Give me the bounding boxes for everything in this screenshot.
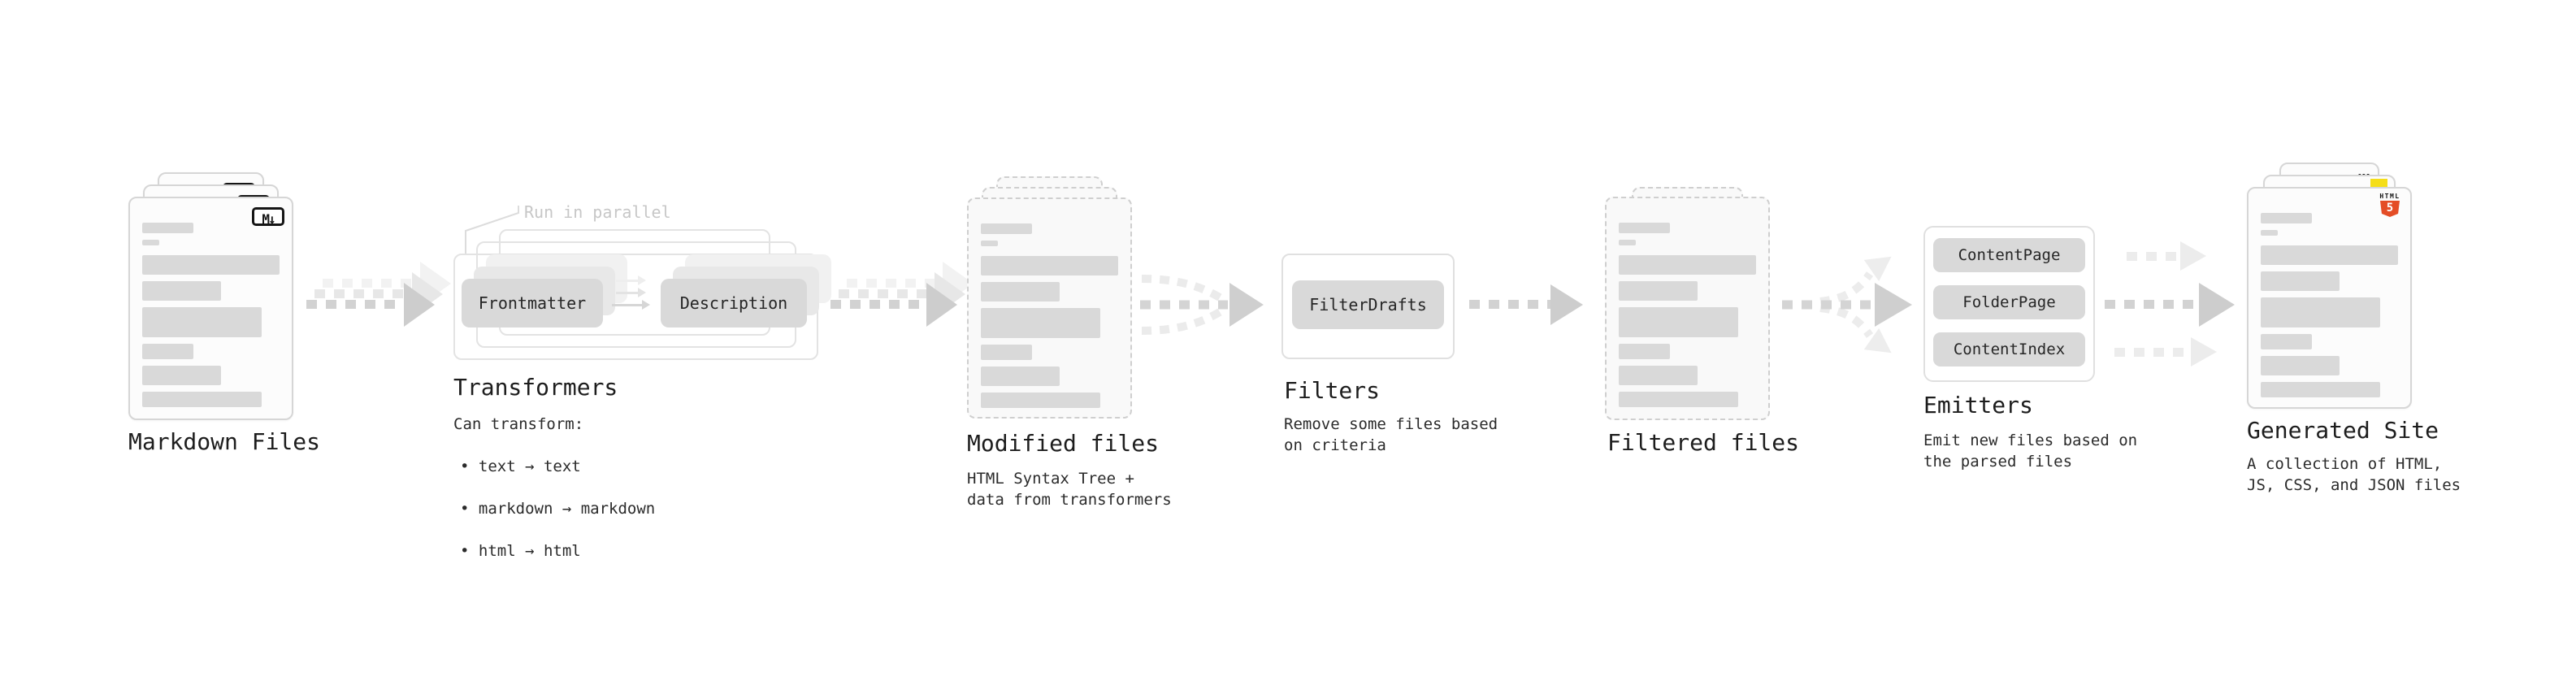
transformers-bullet-list: text → text markdown → markdown html → h… bbox=[460, 435, 655, 583]
filtered-files-label: Filtered files bbox=[1607, 429, 1800, 456]
modified-files-label: Modified files bbox=[967, 430, 1160, 457]
markdown-icon: M↓ bbox=[252, 207, 284, 227]
emitters-title: Emitters bbox=[1923, 392, 2033, 419]
bullet-item: markdown → markdown bbox=[460, 498, 655, 519]
transformers-desc-heading: Can transform: bbox=[453, 415, 584, 433]
markdown-files-label: Markdown Files bbox=[128, 428, 321, 455]
filters-title: Filters bbox=[1284, 377, 1381, 404]
html5-icon-label: HTML bbox=[2379, 193, 2400, 200]
document-content-bars bbox=[981, 223, 1118, 408]
pill-arrow-icon bbox=[616, 288, 646, 297]
document-content-bars bbox=[2261, 213, 2398, 397]
filterdrafts-pill: FilterDrafts bbox=[1292, 280, 1444, 329]
arrow-modified-to-filters bbox=[1140, 275, 1264, 335]
run-in-parallel-annotation: Run in parallel bbox=[524, 202, 671, 222]
emitters-desc: Emit new files based on the parsed files bbox=[1923, 432, 2138, 471]
pill-arrow-icon bbox=[616, 275, 646, 285]
markdown-document-front: M↓ bbox=[128, 197, 293, 420]
modified-files-desc: HTML Syntax Tree + data from transformer… bbox=[967, 470, 1172, 509]
filtered-document-front bbox=[1605, 197, 1770, 420]
generated-site-desc: A collection of HTML, JS, CSS, and JSON … bbox=[2247, 455, 2461, 494]
modified-document-front bbox=[967, 197, 1132, 419]
description-pill: Description bbox=[661, 279, 807, 327]
document-content-bars bbox=[142, 223, 280, 407]
contentindex-pill: ContentIndex bbox=[1933, 332, 2085, 367]
generated-site-label: Generated Site bbox=[2247, 417, 2439, 444]
html5-icon: HTML 5 bbox=[2378, 193, 2402, 217]
contentpage-pill: ContentPage bbox=[1933, 238, 2085, 272]
pill-arrow-icon bbox=[612, 300, 650, 310]
bullet-item: text → text bbox=[460, 456, 655, 477]
frontmatter-pill: Frontmatter bbox=[462, 279, 603, 327]
document-content-bars bbox=[1619, 223, 1756, 407]
folderpage-pill: FolderPage bbox=[1933, 285, 2085, 319]
filters-desc: Remove some files based on criteria bbox=[1284, 415, 1498, 454]
bullet-item: html → html bbox=[460, 540, 655, 562]
transformers-title: Transformers bbox=[453, 374, 618, 401]
html5-icon-shield: 5 bbox=[2380, 201, 2400, 217]
arrow-filtered-to-emitters bbox=[1782, 256, 1912, 354]
generated-document-html: HTML 5 bbox=[2247, 187, 2412, 409]
annotation-leader-line bbox=[465, 206, 519, 254]
